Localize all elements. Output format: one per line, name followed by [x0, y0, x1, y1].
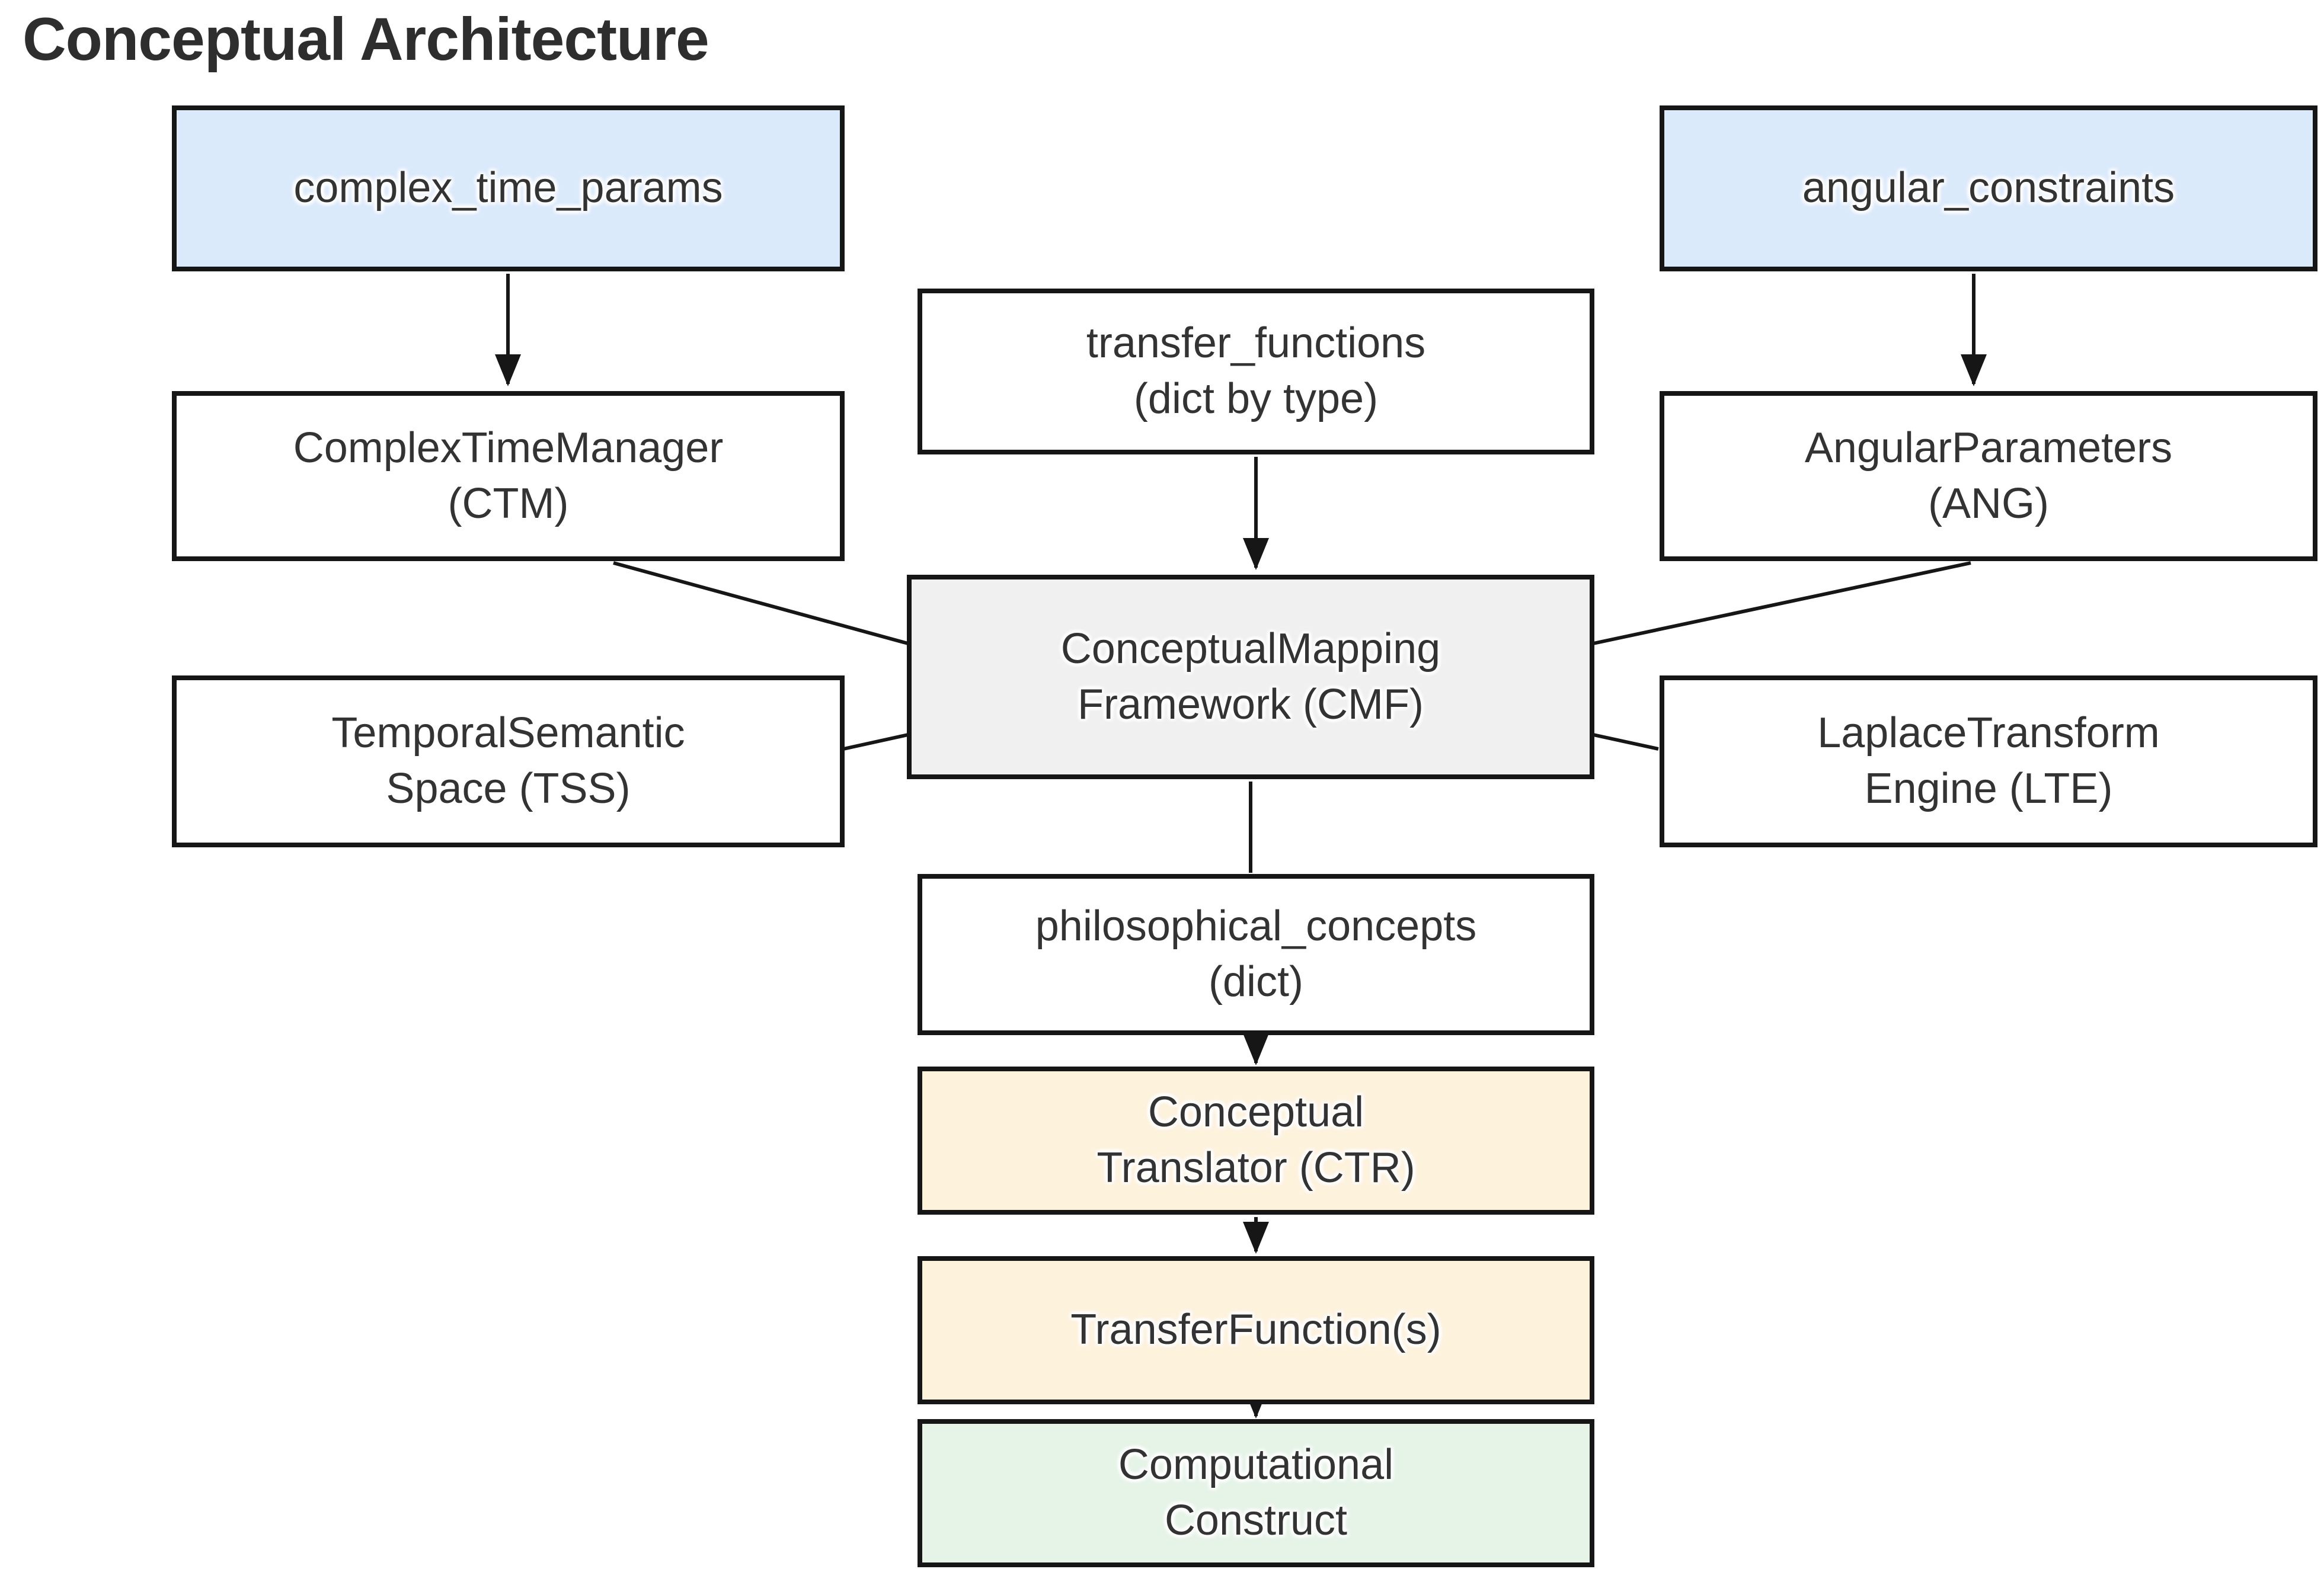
node-label: transfer_functions: [1086, 319, 1426, 367]
node-label: ConceptualMapping: [1060, 625, 1441, 673]
node-complex-time-params: complex_time_params: [172, 105, 845, 271]
node-angular-constraints: angular_constraints: [1660, 105, 2317, 271]
node-label: complex_time_params: [293, 164, 723, 212]
node-label: Space (TSS): [386, 765, 631, 812]
node-label: angular_constraints: [1802, 164, 2175, 212]
node-conceptual-mapping-framework: ConceptualMapping Framework (CMF): [907, 575, 1594, 779]
node-label: TransferFunction(s): [1070, 1306, 1441, 1354]
node-label: Conceptual: [1147, 1088, 1364, 1136]
node-label: Framework (CMF): [1078, 680, 1424, 728]
edge-lte-to-cmf: [1593, 733, 1659, 751]
node-label: TemporalSemantic: [331, 709, 685, 757]
diagram-title: Conceptual Architecture: [23, 5, 709, 73]
node-label: (ANG): [1928, 479, 2049, 527]
node-label: (CTM): [447, 479, 569, 527]
node-transfer-function-s: TransferFunction(s): [918, 1256, 1594, 1404]
node-transfer-functions: transfer_functions (dict by type): [918, 289, 1594, 454]
node-conceptual-translator: Conceptual Translator (CTR): [918, 1067, 1594, 1215]
node-label: Computational: [1118, 1441, 1394, 1489]
node-temporal-semantic-space: TemporalSemantic Space (TSS): [172, 675, 845, 847]
node-laplace-transform-engine: LaplaceTransform Engine (LTE): [1660, 675, 2317, 847]
node-label: ComplexTimeManager: [293, 424, 724, 472]
edge-ang-to-cmf: [1593, 561, 1971, 645]
node-complex-time-manager: ComplexTimeManager (CTM): [172, 391, 845, 561]
node-computational-construct: Computational Construct: [918, 1419, 1594, 1567]
node-label: (dict by type): [1133, 375, 1379, 422]
node-label: philosophical_concepts: [1035, 902, 1477, 950]
node-label: (dict): [1209, 958, 1303, 1006]
node-label: AngularParameters: [1804, 424, 2173, 472]
node-philosophical-concepts: philosophical_concepts (dict): [918, 874, 1594, 1035]
node-angular-parameters: AngularParameters (ANG): [1660, 391, 2317, 561]
node-label: Engine (LTE): [1864, 765, 2113, 812]
node-label: Translator (CTR): [1097, 1144, 1415, 1192]
edge-tss-to-cmf: [843, 733, 909, 751]
node-label: LaplaceTransform: [1817, 709, 2160, 757]
edge-ctm-to-cmf: [613, 561, 909, 645]
node-label: Construct: [1164, 1497, 1348, 1544]
